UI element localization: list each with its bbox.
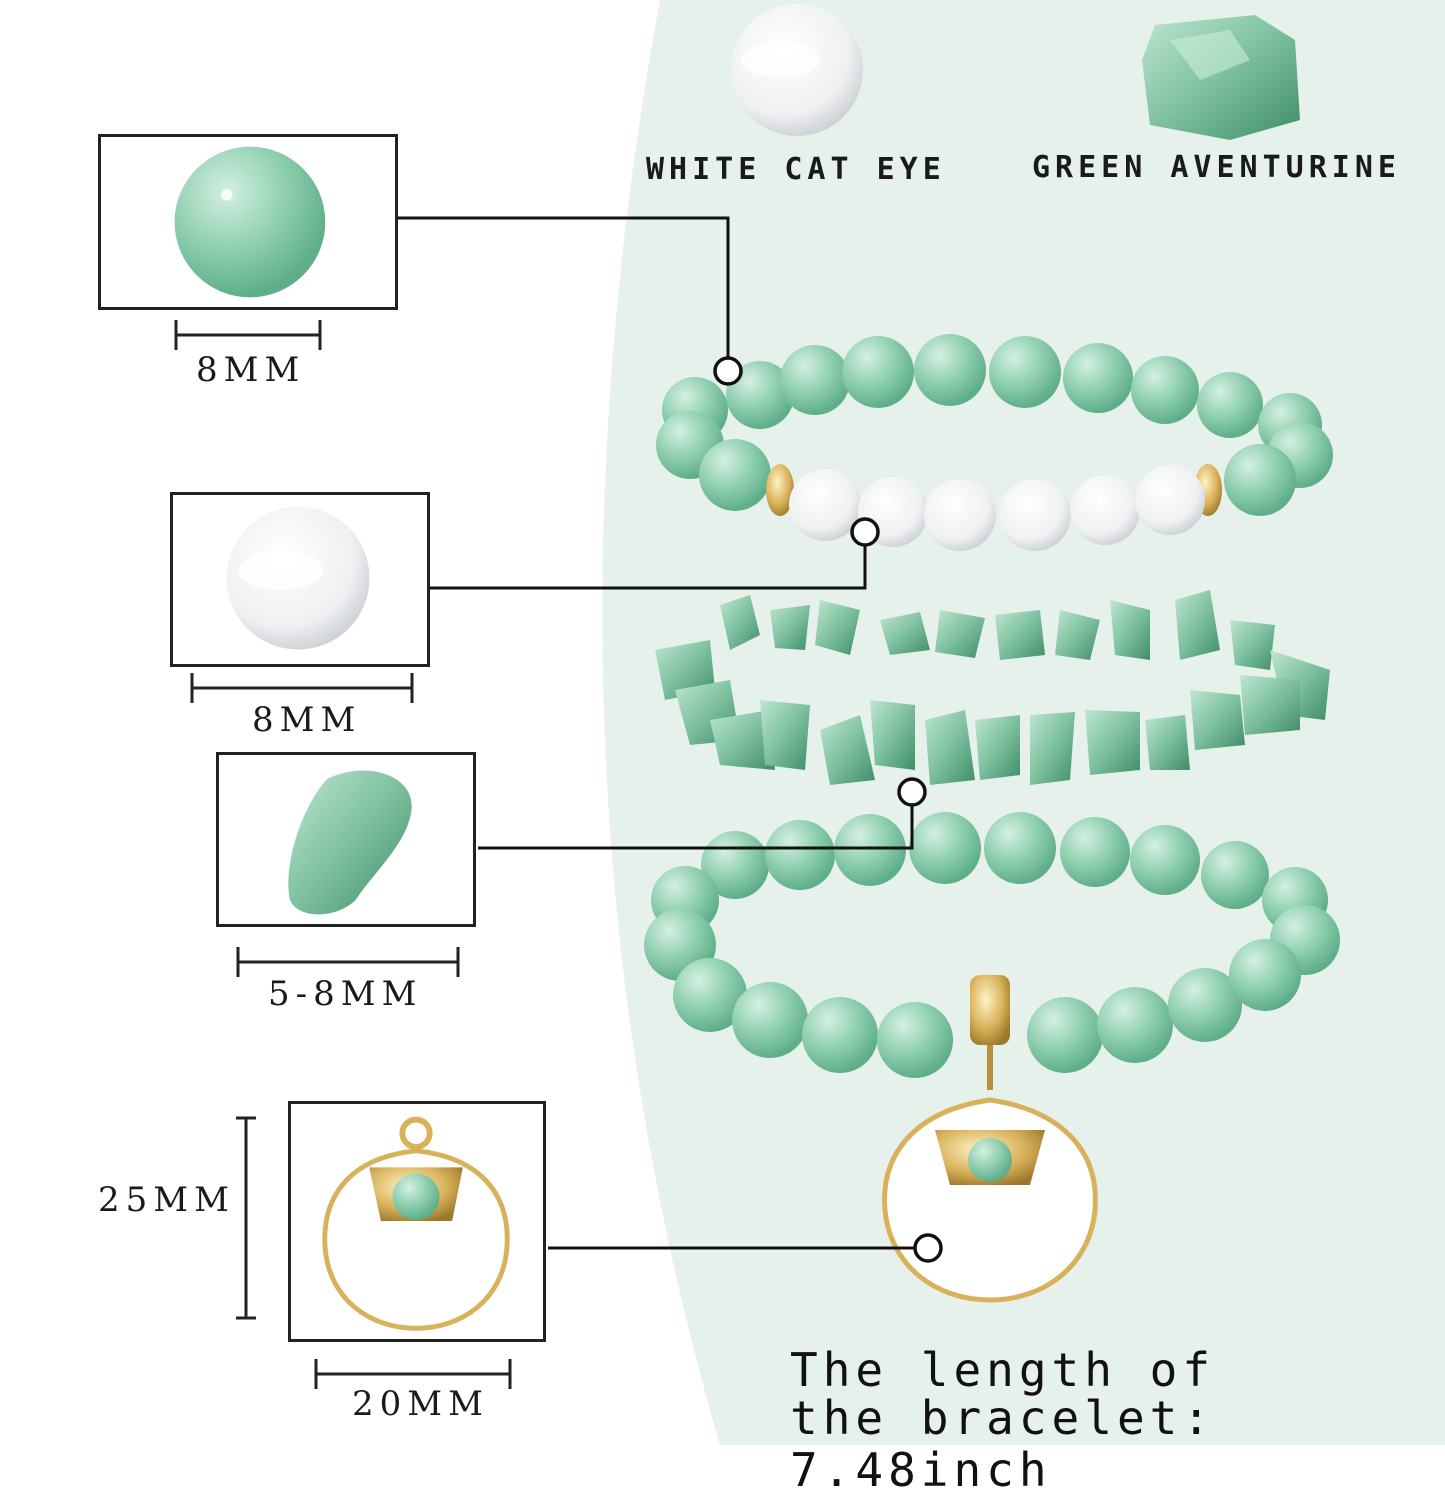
shell-pendant-detail <box>288 1101 546 1342</box>
bracelet-beaded-cat-eye <box>656 334 1333 551</box>
pendant-height-label: 25MM <box>98 1180 235 1220</box>
connector-markers <box>713 356 943 1263</box>
pendant-width-label: 20MM <box>352 1384 489 1424</box>
chip-stone-image <box>288 770 412 915</box>
chip-stone-detail <box>216 752 476 927</box>
white-cat-eye-swatch <box>731 4 863 136</box>
chip-size-label: 5-8MM <box>268 974 423 1014</box>
green-aventurine-label: GREEN AVENTURINE <box>1032 150 1401 185</box>
bracelet-beaded-shell-pendant <box>644 812 1340 1303</box>
bracelet-length-line1: The length of <box>790 1343 1216 1397</box>
cat-eye-bead-size-label: 8MM <box>252 700 362 740</box>
white-cat-eye-label: WHITE CAT EYE <box>646 152 946 187</box>
green-aventurine-swatch <box>1142 15 1300 140</box>
bracelet-length-line2: the bracelet: 7.48inch <box>790 1391 1216 1497</box>
bracelet-chip-stones <box>655 590 1330 785</box>
shell-pendant-image <box>322 1116 510 1331</box>
connector-lines <box>398 216 914 1250</box>
product-illustration <box>174 0 1445 1445</box>
cat-eye-bead-image <box>226 506 370 650</box>
aventurine-bead-image <box>174 146 326 298</box>
cat-eye-bead-detail <box>170 492 430 667</box>
aventurine-bead-detail <box>98 134 398 310</box>
aventurine-bead-size-label: 8MM <box>196 350 306 390</box>
dimension-bars <box>174 320 512 1389</box>
